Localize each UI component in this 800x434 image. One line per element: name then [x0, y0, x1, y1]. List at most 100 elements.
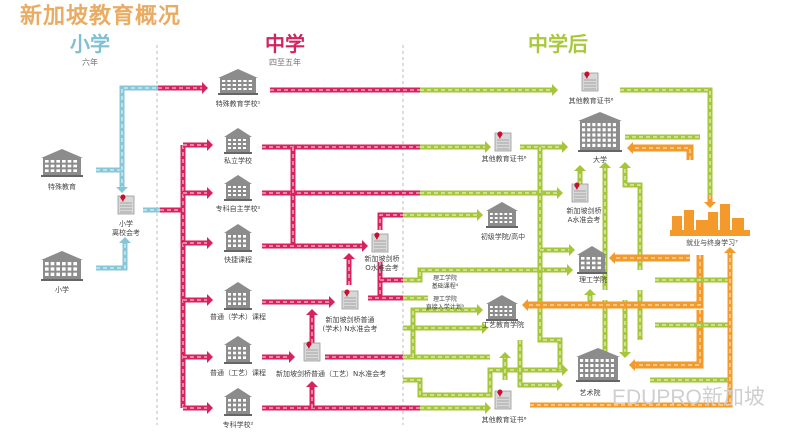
- pathway-arrow: [619, 300, 631, 358]
- arrowhead-icon: [704, 202, 716, 208]
- label-other-cert-bottom: 其他教育证书⁶: [481, 416, 527, 424]
- junior-college-building-icon: [486, 202, 518, 228]
- path-to-ite: [403, 322, 488, 334]
- arrowhead-icon: [306, 309, 318, 315]
- path-career-to-university: [627, 142, 694, 160]
- path-trunk-branch: [183, 402, 213, 414]
- path-trunk-branch: [183, 237, 213, 249]
- path-career-to-ite: [522, 255, 704, 311]
- path-nt-course-to-nt-level: [262, 351, 295, 363]
- path-specialised-to-nt: [306, 381, 318, 408]
- path-na-course-to-na-level: [262, 296, 335, 308]
- arrowhead-icon: [557, 187, 563, 199]
- arrowhead-icon: [599, 162, 611, 168]
- path-to-a-level: [420, 187, 563, 199]
- stage-secondary-duration: 四至五年: [269, 58, 301, 67]
- arrowhead-icon: [522, 299, 528, 311]
- path-primary-to-psle: [96, 237, 131, 271]
- pathway-arrow: [499, 352, 511, 380]
- arrowhead-icon: [482, 322, 488, 334]
- na-level-certificate-icon: [341, 289, 359, 310]
- label-psle-1: 小学: [119, 220, 133, 228]
- path-a-level-to-university: [574, 165, 586, 185]
- arrowhead-icon: [609, 252, 615, 264]
- label-independent-school: 专科自主学校²: [215, 205, 261, 213]
- label-express: 快捷课程: [224, 256, 252, 264]
- label-other-cert-mid: 其他教育证书⁶: [481, 155, 527, 163]
- label-employment: 就业与终身学习⁷: [686, 239, 738, 247]
- university-building-icon: [578, 112, 622, 152]
- label-a-level-2: A水准会考: [567, 216, 601, 224]
- arrowhead-icon: [569, 244, 575, 256]
- label-polytechnic: 理工学院: [579, 276, 607, 284]
- path-to-employment: [530, 247, 736, 408]
- arrowhead-icon: [329, 296, 335, 308]
- label-primary-school: 小学: [55, 286, 69, 294]
- path-other-cert-top-to-employment: [620, 87, 713, 200]
- path-to-other-cert-bottom: [420, 402, 491, 414]
- private-school-building-icon: [224, 128, 252, 154]
- path-trunk-branch: [183, 294, 213, 306]
- pathway-arrow: [410, 304, 483, 357]
- label-poly-foundation-2: 基础课程⁴: [431, 283, 459, 290]
- nt-level-certificate-icon: [303, 341, 321, 362]
- label-normal-technical: 普通（工艺）课程: [210, 369, 266, 377]
- label-na-level-2: (学术) N水准会考: [322, 325, 378, 333]
- arrowhead-icon: [119, 237, 131, 243]
- arts-institution-building-icon: [576, 348, 620, 382]
- label-o-level-2: O水准会考: [365, 264, 399, 272]
- path-na-to-o: [343, 253, 355, 285]
- stage-primary-duration: 六年: [82, 58, 98, 67]
- other-cert-bottom-icon: [494, 389, 512, 410]
- arrowhead-icon: [116, 187, 128, 193]
- arrowhead-icon: [557, 379, 563, 391]
- arrowhead-icon: [207, 139, 213, 151]
- label-arts-institution: 艺术院: [579, 389, 601, 397]
- pathway-arrow: [540, 244, 575, 256]
- special-ed-building-icon: [41, 149, 83, 177]
- path-to-polytechnic: [403, 264, 573, 283]
- watermark: EDUPRO新加坡: [612, 386, 765, 409]
- special-ed-school-building-icon: [218, 69, 258, 95]
- arrowhead-icon: [499, 352, 511, 358]
- arrowhead-icon: [207, 237, 213, 249]
- path-trunk-branch: [183, 139, 213, 151]
- arrowhead-icon: [724, 247, 736, 253]
- path-o-level-to-jc-green: [403, 209, 483, 221]
- icons: [41, 69, 750, 416]
- a-level-certificate-icon: [571, 182, 589, 203]
- label-other-cert-top: 其他教育证书⁶: [568, 97, 614, 105]
- specialised-school-building-icon: [224, 388, 252, 416]
- label-o-level-1: 新加坡剑桥: [364, 255, 400, 263]
- label-normal-academic: 普通（学术）课程: [210, 313, 266, 321]
- arrowhead-icon: [289, 351, 295, 363]
- other-cert-top-icon: [581, 71, 599, 92]
- arrowhead-icon: [306, 381, 318, 387]
- label-university: 大学: [593, 156, 607, 164]
- arrowhead-icon: [574, 165, 586, 171]
- pathway-arrow: [517, 340, 563, 391]
- normal-academic-building-icon: [224, 282, 252, 310]
- label-poly-direct-1: 理工学院: [432, 296, 457, 303]
- arrowhead-icon: [485, 402, 491, 414]
- employment-city-icon: [670, 204, 750, 236]
- path-trunk-branch: [183, 351, 213, 363]
- normal-technical-building-icon: [224, 336, 252, 364]
- arrowhead-icon: [562, 364, 568, 376]
- label-special-ed-school: 特殊教育学校¹: [215, 100, 261, 108]
- label-na-level-1: 新加坡剑桥普通: [325, 316, 375, 324]
- label-poly-direct-2: 直接入学计划⁵: [425, 304, 465, 311]
- arrowhead-icon: [562, 141, 568, 153]
- pathways: [96, 82, 736, 414]
- path-to-other-cert-mid: [420, 141, 491, 153]
- independent-school-building-icon: [224, 175, 252, 201]
- path-to-arts: [403, 364, 568, 398]
- path-career-to-poly: [609, 252, 690, 264]
- arrowhead-icon: [619, 162, 631, 168]
- label-poly-foundation-1: 理工学院: [432, 275, 457, 282]
- arrowhead-icon: [207, 187, 213, 199]
- express-course-building-icon: [224, 224, 252, 252]
- other-cert-mid-icon: [494, 131, 512, 152]
- label-special-ed: 特殊教育: [48, 183, 76, 191]
- arrowhead-icon: [619, 352, 631, 358]
